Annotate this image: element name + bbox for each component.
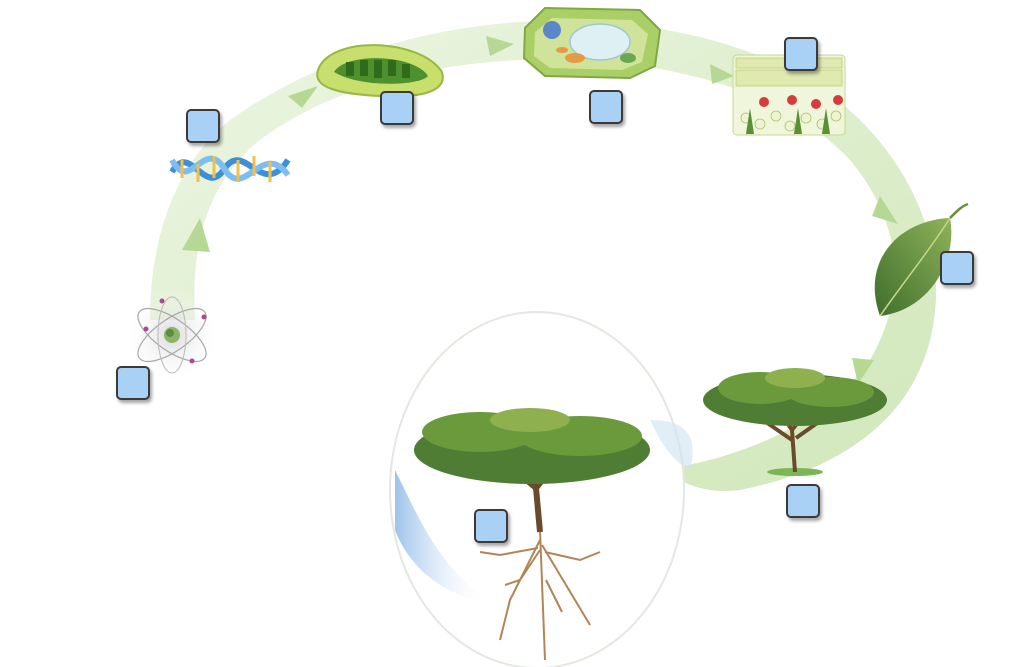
- arrow-organ-to-organism: [852, 358, 874, 384]
- label-box-atom[interactable]: [116, 366, 150, 400]
- arrow-molecule-to-organelle: [288, 86, 318, 108]
- label-box-organelle[interactable]: [380, 91, 414, 125]
- chloroplast-icon: [316, 44, 444, 98]
- label-box-tissue[interactable]: [784, 37, 818, 71]
- label-box-organism[interactable]: [786, 484, 820, 518]
- arrow-tissue-to-organ: [872, 196, 898, 224]
- label-box-cell[interactable]: [589, 90, 623, 124]
- tree-icon: [703, 368, 887, 476]
- plant-cell-icon: [522, 6, 662, 80]
- arrow-cell-to-tissue: [710, 64, 734, 84]
- label-box-molecule[interactable]: [186, 109, 220, 143]
- label-box-organ-system[interactable]: [474, 509, 508, 543]
- atom-icon: [124, 287, 220, 383]
- tree-with-roots-icon: [389, 311, 693, 667]
- arrow-atom-to-molecule: [182, 218, 210, 252]
- dna-icon: [169, 155, 291, 182]
- label-box-organ[interactable]: [940, 251, 974, 285]
- leaf-icon: [874, 202, 969, 317]
- arrow-organelle-to-cell: [486, 36, 514, 56]
